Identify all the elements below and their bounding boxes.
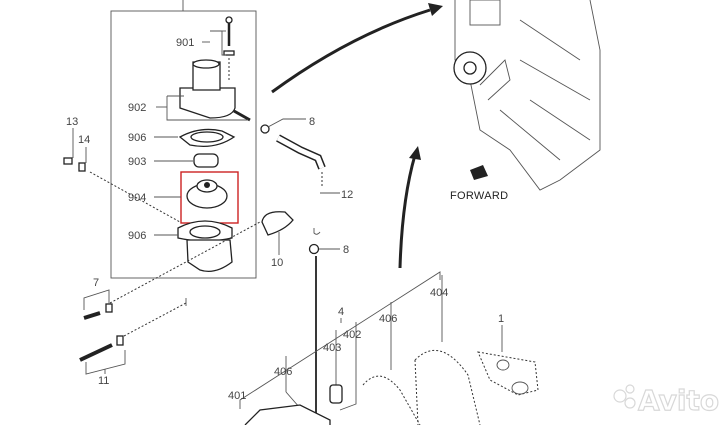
part-11-bolt <box>116 335 124 346</box>
part-906-water-inlet <box>177 220 233 273</box>
callout-7: 7 <box>93 277 99 289</box>
direction-arrow-lower <box>398 154 417 269</box>
callout-406: 406 <box>274 366 292 378</box>
part-406-gasket <box>362 375 421 425</box>
callout-906: 906 <box>128 132 146 144</box>
callout-404: 404 <box>430 287 448 299</box>
callout-902: 902 <box>128 102 146 114</box>
forward-label: FORWARD <box>450 190 508 202</box>
callout-13: 13 <box>66 116 78 128</box>
callout-903: 903 <box>128 156 146 168</box>
callout-11: 11 <box>98 375 109 387</box>
part-902-thermostat-housing <box>179 59 251 122</box>
callout-901: 901 <box>176 37 194 49</box>
part-14-washer <box>78 162 86 172</box>
part-8-clamp-lower <box>308 243 320 255</box>
callout-4: 4 <box>338 306 344 318</box>
part-10-gasket <box>261 211 294 236</box>
callout-402: 402 <box>343 329 361 341</box>
callout-14: 14 <box>78 134 90 146</box>
part-13-bolt <box>63 157 73 165</box>
callout-401: 401 <box>228 390 246 402</box>
engine-block <box>453 0 601 191</box>
part-901-bolt <box>223 16 235 82</box>
callout-1: 1 <box>498 313 504 325</box>
part-7-bolt <box>105 303 113 313</box>
forward-arrow-icon <box>470 165 488 180</box>
part-1-plate <box>477 351 539 396</box>
part-401-pump-body <box>244 404 331 425</box>
callout-10: 10 <box>271 257 283 269</box>
callout-8: 8 <box>309 116 315 128</box>
callout-12: 12 <box>341 189 353 201</box>
part-8-clamp-upper <box>260 124 270 134</box>
part-904-thermostat <box>186 179 228 209</box>
callout-904: 904 <box>128 192 146 204</box>
callout-8: 8 <box>343 244 349 256</box>
callout-406: 406 <box>379 313 397 325</box>
watermark-text: Avito <box>638 384 719 417</box>
callout-906: 906 <box>128 230 146 242</box>
direction-arrow-upper <box>271 8 431 94</box>
part-903-seal-ring <box>193 153 219 168</box>
avito-watermark: Avito <box>613 383 720 418</box>
part-404-cover <box>414 350 481 425</box>
callout-403: 403 <box>323 342 341 354</box>
part-403-plug <box>329 384 343 404</box>
assembly-frame <box>110 10 257 279</box>
